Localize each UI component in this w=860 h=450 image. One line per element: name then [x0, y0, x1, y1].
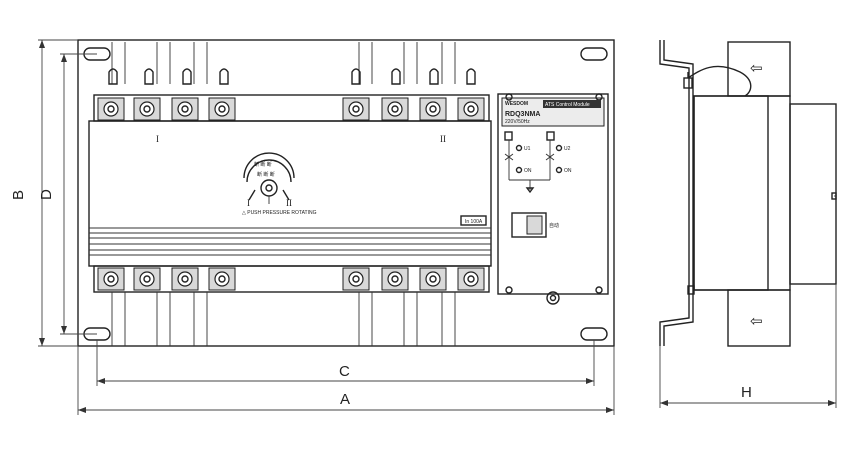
controller-model: RDQ3NMA: [505, 111, 540, 118]
dimension-b: [38, 39, 78, 347]
dial-position-left: I: [247, 198, 250, 208]
dimension-h: [659, 284, 837, 408]
dimension-c: [96, 340, 595, 386]
dimension-d: [60, 53, 97, 335]
top-cable-lugs: [108, 68, 476, 85]
indicator-u2-label: U2: [564, 146, 571, 152]
dimension-label-b: B: [10, 190, 27, 200]
pole-label-right: II: [440, 134, 446, 144]
dimension-label-c: C: [339, 363, 350, 380]
pole-label-left: I: [156, 134, 159, 144]
indicator-on1-label: ON: [524, 168, 532, 174]
rating-plate-text: In 100A: [465, 219, 483, 225]
mounting-plate: [77, 39, 615, 347]
top-terminals: [93, 94, 490, 122]
indicator-u1-label: U1: [524, 146, 531, 152]
top-cables: [111, 42, 456, 84]
controller-module: WESDOM ATS Control Module RDQ3NMA 220V/5…: [497, 93, 609, 305]
controller-title: ATS Control Module: [545, 102, 590, 108]
bottom-terminals: [93, 265, 490, 293]
dimension-label-a: A: [340, 391, 350, 408]
dial-top-text: 断 断 断: [254, 161, 272, 168]
mode-switch-label: 自动: [549, 222, 559, 229]
dial-caption: △ PUSH PRESSURE ROTATING: [242, 210, 317, 216]
operating-dial: 断 断 断 断 断 断 I II △ PUSH PRESSURE ROTATIN…: [242, 152, 317, 216]
rating-plate: [460, 215, 487, 226]
controller-subtitle: 220V/50Hz: [505, 119, 530, 125]
dimension-label-h: H: [741, 384, 752, 401]
body-stripes: [89, 227, 491, 256]
side-arrow-bottom: ⇦: [750, 313, 763, 330]
dial-mid-text: 断 断 断: [257, 171, 275, 178]
bottom-cables: [111, 292, 456, 346]
side-view: [659, 40, 837, 347]
dimension-a: [77, 346, 615, 415]
dimension-label-d: D: [38, 189, 55, 200]
indicator-on2-label: ON: [564, 168, 572, 174]
controller-brand: WESDOM: [505, 101, 528, 107]
dial-position-right: II: [286, 198, 292, 208]
side-arrow-top: ⇦: [750, 60, 763, 77]
mounting-slots: [83, 47, 608, 341]
